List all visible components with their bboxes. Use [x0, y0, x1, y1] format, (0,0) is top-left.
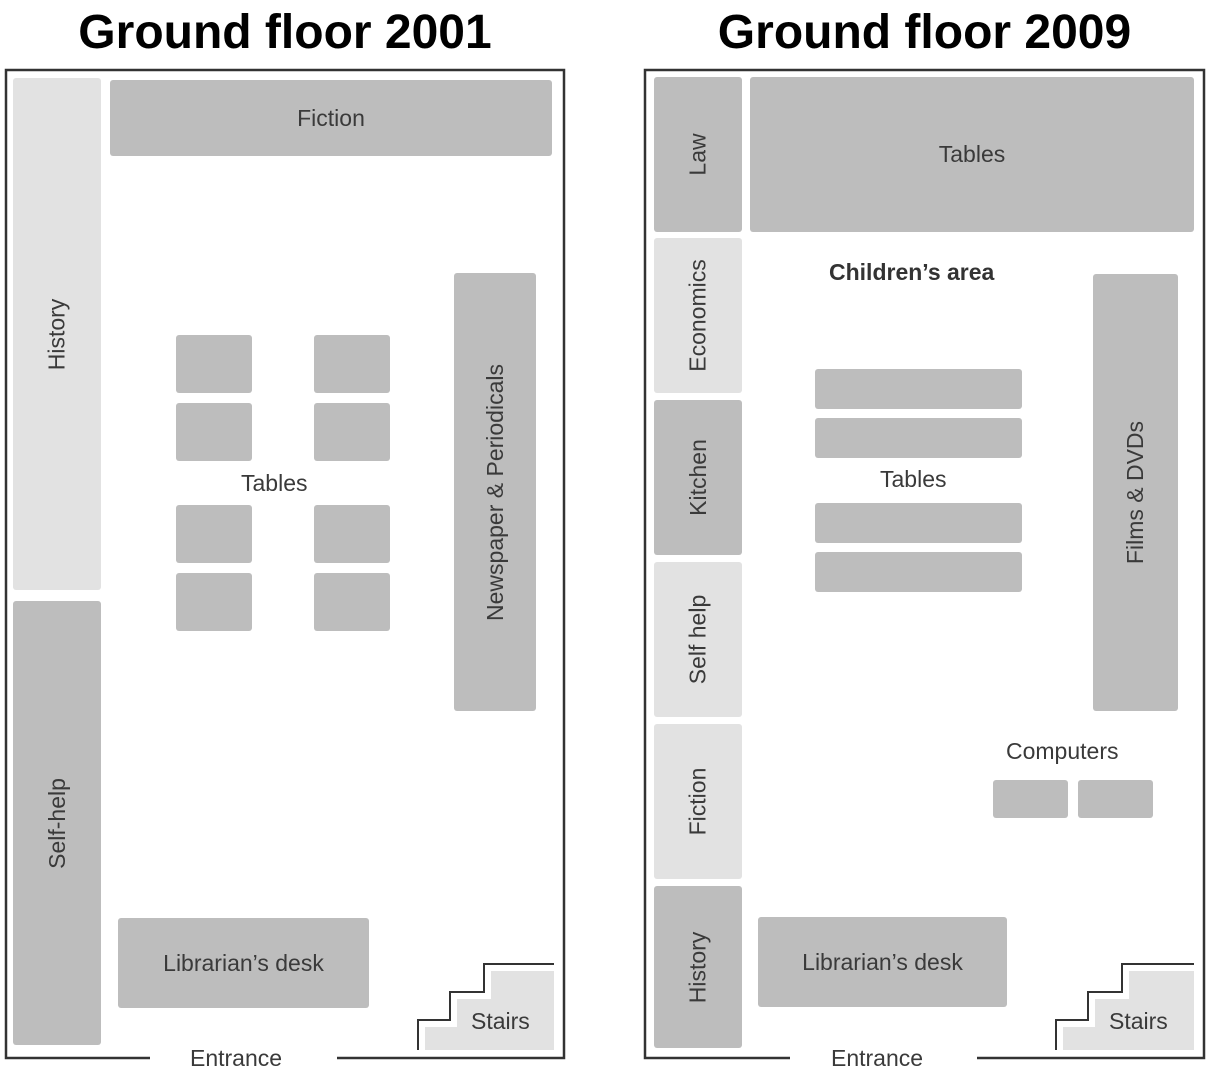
stairs-label-2001: Stairs [471, 1008, 530, 1034]
stairs-label-2009: Stairs [1109, 1008, 1168, 1034]
area-history-label: History [684, 931, 711, 1003]
area-self-help-label: Self help [684, 594, 711, 685]
wall-2001 [4, 68, 566, 1060]
table-2001 [176, 403, 252, 461]
area-economics-2009: Economics [654, 238, 742, 393]
childrens-area-label: Children’s area [829, 259, 995, 285]
area-law-label: Law [684, 133, 711, 176]
wall-2009 [643, 68, 1206, 1060]
table-2009 [815, 418, 1022, 458]
table-2009 [815, 369, 1022, 409]
area-kitchen-2009: Kitchen [654, 400, 742, 555]
area-fiction-2001: Fiction [110, 80, 552, 156]
table-2009 [815, 552, 1022, 592]
table-2009 [815, 503, 1022, 543]
tables-top-label: Tables [938, 141, 1006, 167]
entrance-label-2001: Entrance [190, 1045, 283, 1071]
table-2001 [176, 573, 252, 631]
computer-2009 [1078, 780, 1153, 818]
tables-label-2001: Tables [241, 470, 308, 496]
area-fiction-label: Fiction [684, 767, 711, 836]
table-2001 [176, 335, 252, 393]
area-newspaper-2001: Newspaper & Periodicals [454, 273, 536, 711]
area-films-label: Films & DVDs [1122, 420, 1148, 565]
area-newspaper-label: Newspaper & Periodicals [481, 363, 508, 621]
table-2001 [314, 403, 390, 461]
librarian-desk-2001: Librarian’s desk [118, 918, 369, 1008]
area-fiction-label: Fiction [297, 104, 365, 131]
stairs-steps-2001 [417, 963, 554, 1050]
table-2001 [176, 505, 252, 563]
stairs-steps-2009 [1055, 963, 1194, 1050]
area-history-2001: History [13, 78, 101, 590]
area-history-2009: History [654, 886, 742, 1048]
area-law-2009: Law [654, 77, 742, 232]
librarian-desk-2009: Librarian’s desk [758, 917, 1007, 1007]
area-fiction-2009: Fiction [654, 724, 742, 879]
area-kitchen-label: Kitchen [684, 439, 711, 516]
librarian-desk-label: Librarian’s desk [802, 948, 963, 975]
area-self-help-label: Self-help [43, 777, 70, 869]
table-2001 [314, 335, 390, 393]
computers-label: Computers [1006, 738, 1119, 764]
title-2001: Ground floor 2001 [78, 6, 492, 59]
table-2001 [314, 573, 390, 631]
tables-mid-label-2009: Tables [880, 466, 947, 492]
tables-top-2009: Tables [750, 77, 1194, 232]
area-history-label: History [43, 298, 70, 370]
area-self-help-2001: Self-help [13, 601, 101, 1045]
area-economics-label: Economics [684, 259, 711, 372]
area-films-2009: Films & DVDs [1093, 274, 1178, 711]
table-2001 [314, 505, 390, 563]
title-2009: Ground floor 2009 [717, 6, 1132, 59]
entrance-label-2009: Entrance [831, 1045, 924, 1071]
area-self-help-2009: Self help [654, 562, 742, 717]
librarian-desk-label: Librarian’s desk [163, 949, 324, 976]
computer-2009 [993, 780, 1068, 818]
